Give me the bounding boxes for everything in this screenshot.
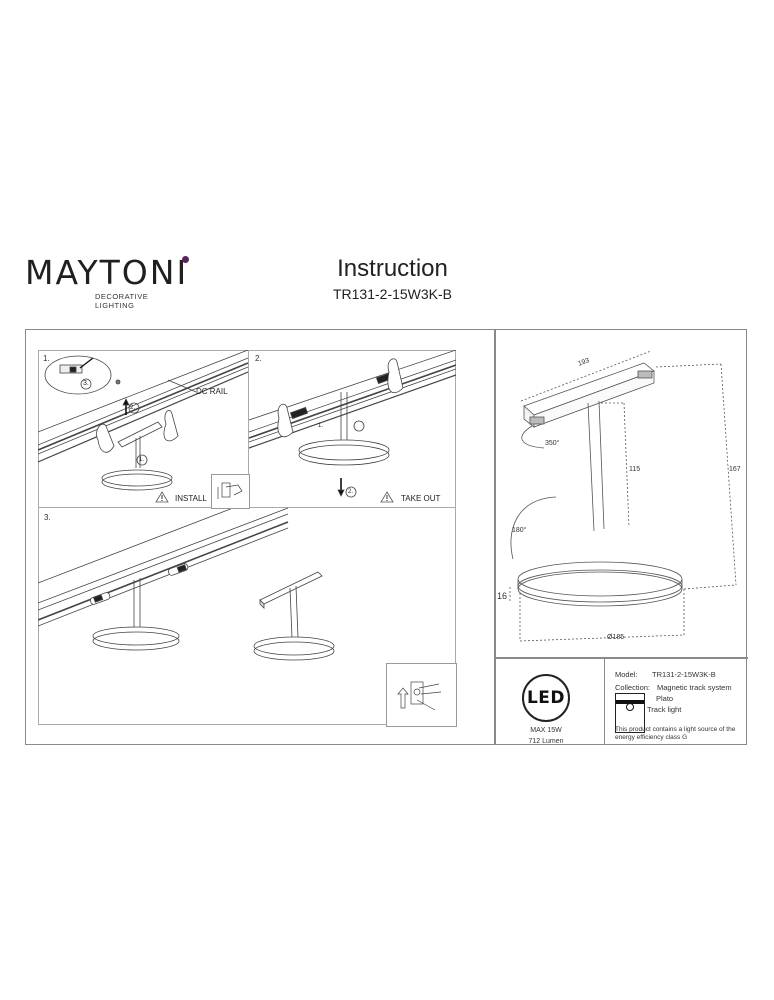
document-title: Instruction bbox=[337, 255, 448, 282]
model-label: Model: bbox=[615, 670, 638, 679]
led-badge-text: LED bbox=[526, 688, 566, 708]
dimension-drawing bbox=[509, 350, 737, 642]
info-cell-divider bbox=[604, 657, 605, 745]
power-off-icon bbox=[211, 474, 250, 509]
power-on-icon bbox=[386, 663, 457, 727]
info-section-divider bbox=[495, 657, 748, 659]
install-label: INSTALL bbox=[175, 494, 207, 503]
brand-tagline: DECORATIVE LIGHTING bbox=[95, 292, 149, 310]
step2-callout-2: 2. bbox=[348, 489, 354, 495]
take-out-label: TAKE OUT bbox=[401, 494, 441, 503]
step2-callout-1: 1. bbox=[318, 423, 324, 429]
dimension-stem-height: 115 bbox=[629, 466, 641, 473]
model-code: TR131-2-15W3K-B bbox=[332, 286, 453, 302]
warning-triangle-icon bbox=[155, 490, 169, 508]
model-value: TR131-2-15W3K-B bbox=[652, 670, 716, 679]
step-2-number: 2. bbox=[255, 354, 262, 363]
dimension-disc-height: 16 bbox=[497, 591, 508, 601]
warning-triangle-icon bbox=[380, 490, 394, 508]
energy-class-note: This product contains a light source of … bbox=[615, 726, 736, 741]
max-power: MAX 15W bbox=[530, 727, 562, 734]
brand-wordmark: MAYTONI bbox=[25, 253, 189, 292]
step-divider-vertical bbox=[248, 350, 249, 507]
track-light-icon bbox=[615, 693, 645, 733]
dimension-total-height: 167 bbox=[729, 466, 741, 473]
bulb-shape bbox=[626, 703, 634, 711]
step-3-number: 3. bbox=[44, 513, 51, 522]
step1-callout-1: 1. bbox=[139, 457, 145, 463]
track-bar bbox=[616, 700, 644, 704]
step1-callout-2: 2. bbox=[130, 405, 136, 411]
frame-divider bbox=[494, 329, 496, 745]
series-name: Plato bbox=[656, 694, 674, 703]
dimension-rotation-connector: 350° bbox=[545, 440, 560, 447]
collection-label: Collection: bbox=[615, 683, 651, 692]
collection-value: Magnetic track system bbox=[657, 683, 732, 692]
step1-callout-3: 3. bbox=[83, 380, 89, 387]
brand-logo: MAYTONI DECORATIVE LIGHTING bbox=[25, 253, 190, 310]
product-type: Track light bbox=[647, 705, 682, 714]
step-1-number: 1. bbox=[43, 354, 50, 363]
dimension-diameter: Ø185 bbox=[607, 634, 625, 641]
brand-accent-dot bbox=[182, 256, 189, 263]
document-heading: Instruction TR131-2-15W3K-B bbox=[300, 255, 485, 303]
lumen-output: 712 Lumen bbox=[528, 738, 564, 745]
step1-rail-drawing bbox=[38, 350, 249, 463]
led-badge-icon: LED bbox=[522, 674, 570, 722]
installation-illustrations bbox=[38, 350, 456, 661]
instruction-frame bbox=[25, 329, 747, 745]
dimension-rotation-head: 180° bbox=[512, 527, 527, 534]
dc-rail-label: DC RAIL bbox=[196, 387, 228, 396]
